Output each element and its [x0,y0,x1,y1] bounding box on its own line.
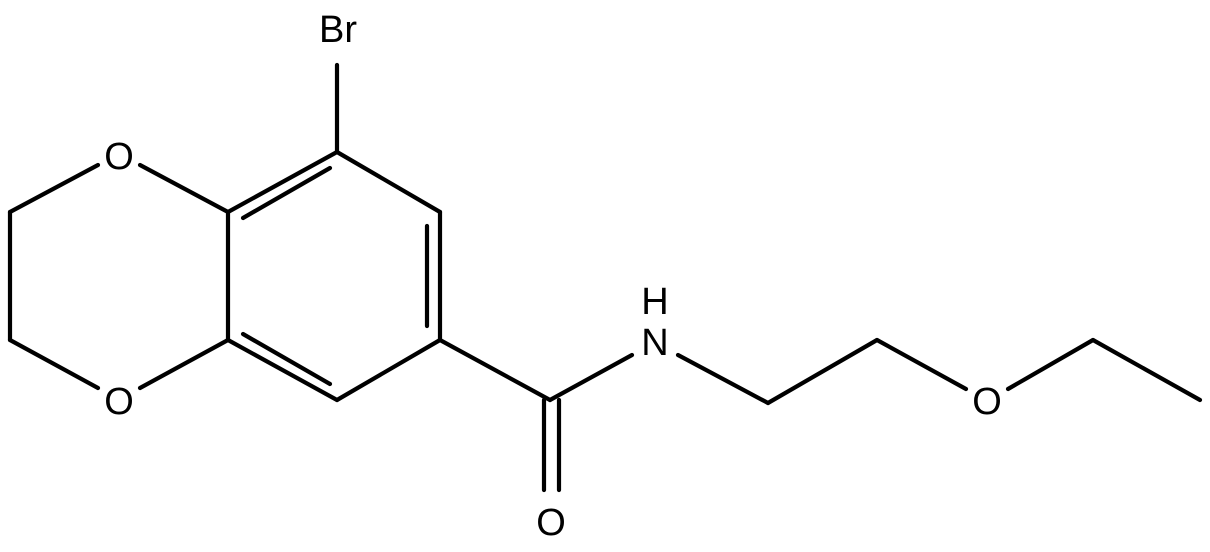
bond-aromatic-1 [334,149,443,215]
bond-ch2-ch2-chain [765,337,880,406]
bond-aromatic-inner-3 [240,165,333,221]
bond-ch2-o-bottom [7,337,101,391]
atom-o-carbonyl-label: O [536,502,566,544]
atom-o-ether-label: O [972,381,1002,423]
bond-aromatic-3 [334,337,443,403]
bond-n-ch2 [675,352,771,406]
atom-o-ring-bottom-label: O [104,381,134,423]
atom-n-label: N [641,322,668,364]
bond-carbonyl-n [547,352,635,403]
bond-layer [7,62,1203,493]
bond-aromatic-4 [225,337,340,403]
bond-o-c-bottom [137,337,231,391]
bond-aromatic-6 [225,149,340,215]
bond-ring-carbonyl [437,337,553,403]
atom-nh-hydrogen-label: H [641,281,668,323]
bond-ch2-o-ether [874,337,969,392]
atom-label-layer: Br O O H N O O [104,9,1002,544]
bond-ch2-ch3 [1090,337,1203,403]
bond-o-ch2-ether [1005,337,1096,392]
atom-br-label: Br [319,9,357,51]
bond-aromatic-inner-2 [240,331,333,387]
bond-c-o-top [137,162,231,215]
atom-o-ring-top-label: O [104,136,134,178]
bond-o-ch2-top [7,162,101,215]
